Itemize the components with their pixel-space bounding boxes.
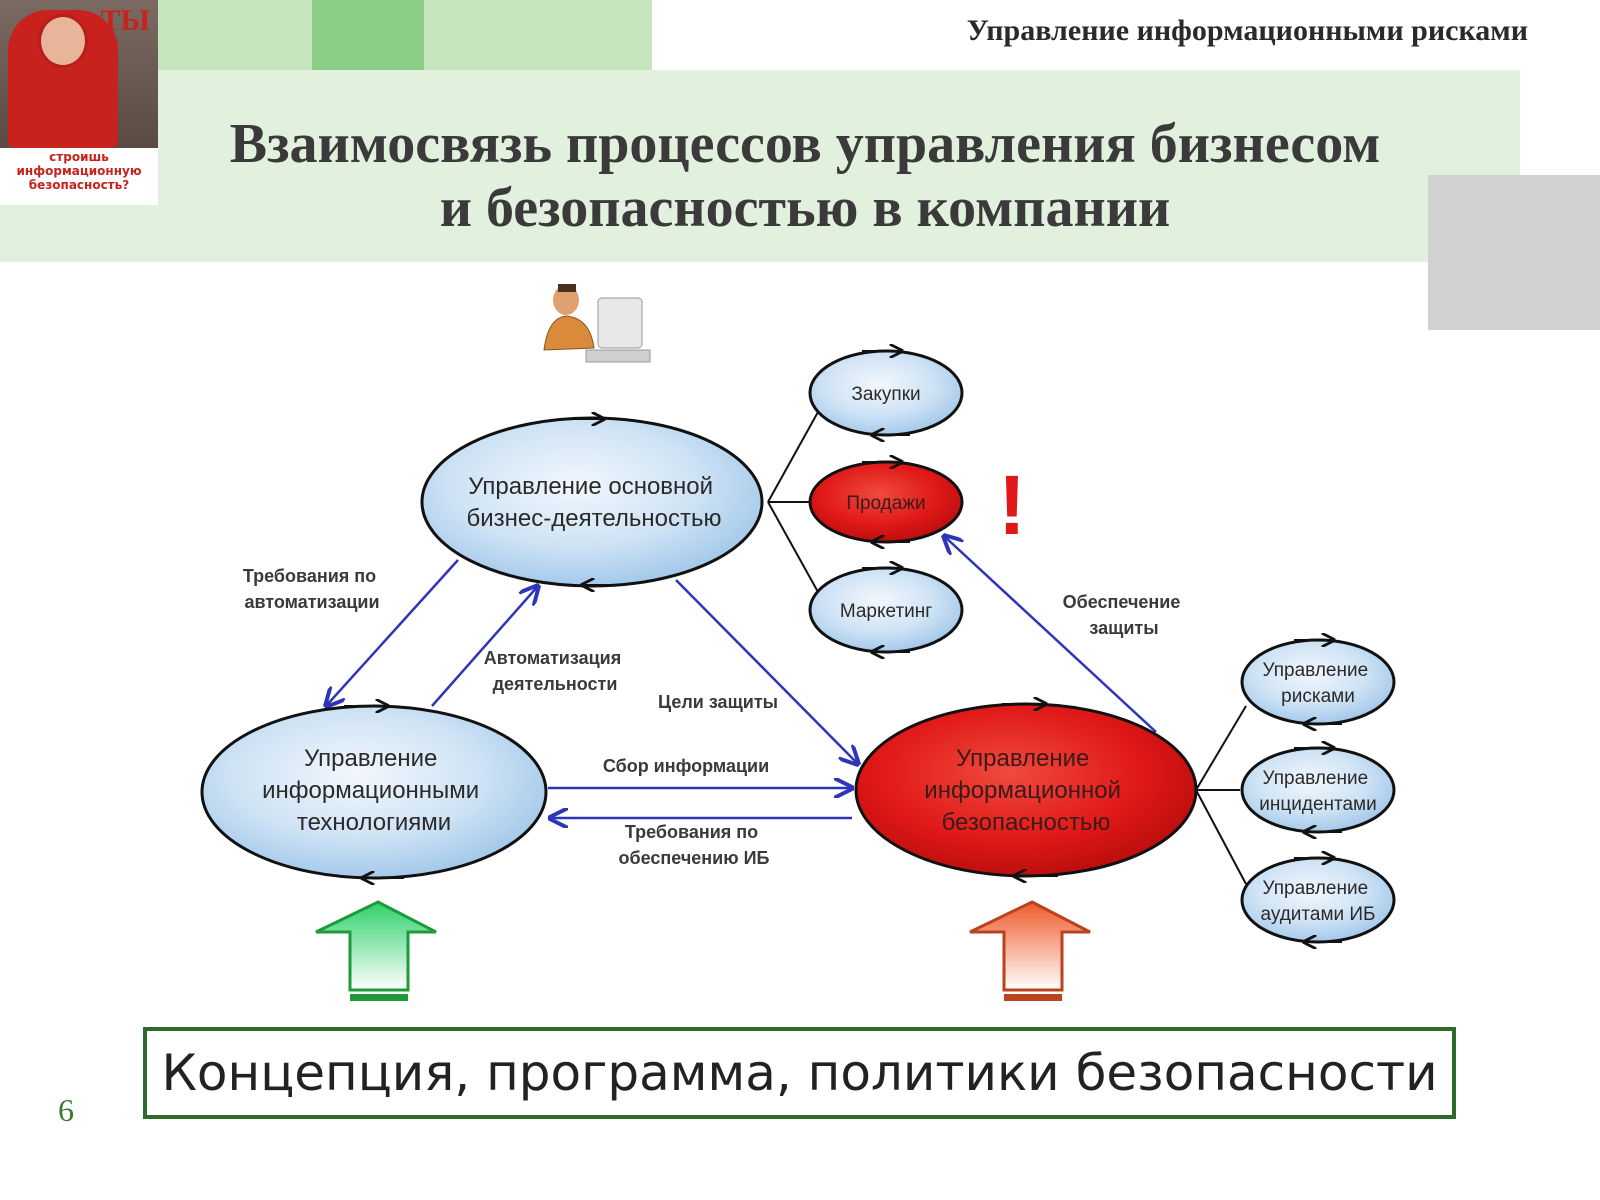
node-audit-mgmt [1240,856,1396,944]
node-business [420,416,764,588]
edge-label-protection-provision: Обеспечение [1063,592,1181,612]
edge-protection-goals [675,579,858,764]
poster-caption-line: безопасность? [28,178,130,192]
svg-text:Управление информационными: Управление информационными технологиями [262,745,486,836]
edge-label-activity-automation: деятельности [493,674,618,694]
node-audit-mgmt-label: Управление [1263,878,1369,899]
node-incident-mgmt [1240,746,1396,834]
edge-protection-provision [944,536,1157,733]
concept-box-label: Концепция, программа, политики безопасно… [161,1044,1438,1102]
svg-text:Требования по автоматизаци: Требования по автоматизации [243,566,381,612]
title-band [0,70,1520,262]
slide-title-line: и безопасностью в компании [439,177,1171,239]
poster-caption-line: строишь [49,150,109,164]
node-audit-mgmt-label: аудитами ИБ [1260,904,1375,925]
orange-up-arrow [969,900,1091,1001]
edge-label-security-requirements: Требования по [625,822,758,842]
node-purchases-label: Закупки [851,384,920,405]
poster-headline: ТЫ [100,4,150,37]
node-marketing-label: Маркетинг [840,601,932,622]
course-title: Управление информационными рисками [966,14,1528,47]
svg-text:Обеспечение защиты: Обеспечение защиты [1063,592,1186,638]
node-security-label: информационной [924,777,1121,804]
node-business-label: Управление основной [468,473,713,500]
poster-caption-line: информационную [16,164,142,178]
slide-title: Взаимосвязь процессов управления бизнесо… [0,112,1600,240]
page-number: 6 [58,1092,74,1128]
node-it-label: технологиями [297,809,451,836]
node-it-label: Управление [304,745,437,772]
security-branches [1195,705,1247,885]
business-branches [767,411,819,593]
concept-box [143,1027,1456,1119]
node-security-label: Управление [956,745,1089,772]
edge-label-protection-goals: Цели защиты [658,692,778,712]
edge-label-protection-provision: защиты [1089,618,1158,638]
node-sales-label: Продажи [846,493,925,514]
poster-caption: строишь информационную безопасность? [0,150,158,192]
node-risk-mgmt-label: рисками [1281,686,1355,707]
svg-text:Автоматизация деятельности: Автоматизация деятельности [484,648,627,694]
decor-gray-block [1428,175,1600,330]
svg-text:Управление информационной: Управление информационной безопасностью [924,745,1127,836]
node-risk-mgmt-label: Управление [1263,660,1369,681]
edge-label-security-requirements: обеспечению ИБ [619,848,770,868]
svg-text:Управление основной бизнес: Управление основной бизнес-деятельностью [467,473,722,532]
slide-title-line: Взаимосвязь процессов управления бизнесо… [229,113,1381,175]
svg-text:Управление аудитами ИБ: Управление аудитами ИБ [1260,878,1375,925]
edge-label-automation-requirements: Требования по [243,566,376,586]
edge-automation-requirements [326,559,459,706]
svg-text:Требования по обеспечению: Требования по обеспечению ИБ [619,822,770,868]
node-business-label: бизнес-деятельностью [467,505,722,532]
edge-label-automation-requirements: автоматизации [244,592,379,612]
alert-mark: ! [998,458,1026,552]
node-incident-mgmt-label: Управление [1263,768,1369,789]
svg-text:Управление рисками: Управление рисками [1263,660,1374,707]
poster-soldier-head [38,14,88,68]
green-up-arrow [315,900,437,1001]
edge-label-activity-automation: Автоматизация [484,648,622,668]
node-it-label: информационными [262,777,479,804]
node-incident-mgmt-label: инцидентами [1259,794,1376,815]
person-computer-icon [543,284,651,363]
svg-text:Управление инцидентами: Управление инцидентами [1259,768,1376,815]
edge-label-information-collection: Сбор информации [603,756,769,776]
propaganda-poster: ТЫ строишь информационную безопасность? [0,0,158,205]
node-risk-mgmt [1240,638,1396,726]
cycle-arrows [344,351,1342,942]
edge-activity-automation [431,586,538,707]
node-security-label: безопасностью [942,809,1111,836]
